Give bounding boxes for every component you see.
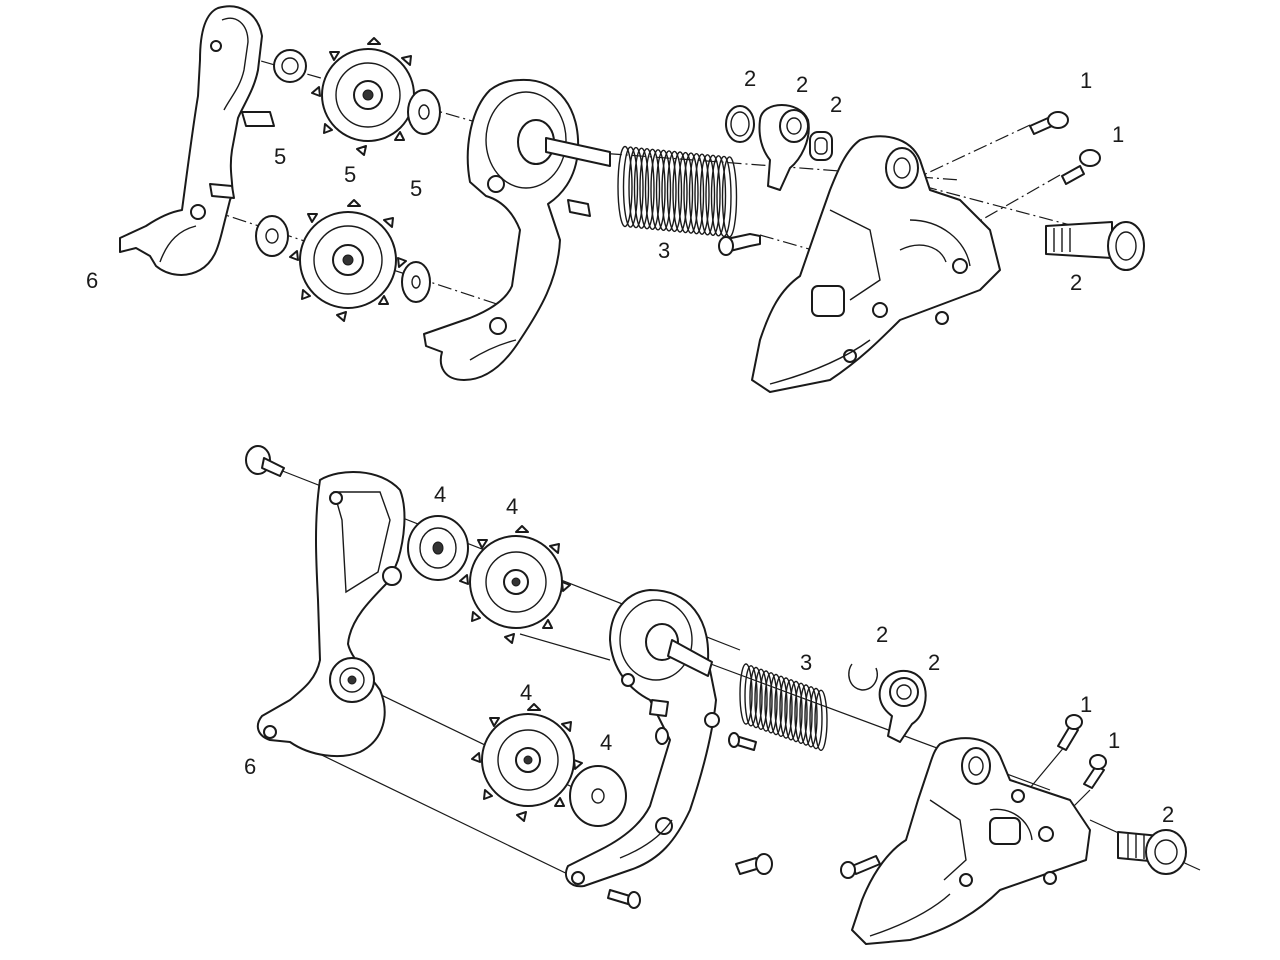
- bottom-cage-bolt: [245, 445, 285, 477]
- spring-coil: [744, 665, 758, 727]
- bottom-exploded-view: 1 1 2 2 2 3 4 4 4 4 6: [244, 445, 1201, 945]
- spring-coil: [639, 147, 655, 230]
- spring-coil: [710, 155, 727, 237]
- spring-coil: [799, 684, 813, 746]
- spring-coil: [794, 682, 808, 744]
- bottom-callouts: 1 1 2 2 2 3 4 4 4 4 6: [244, 482, 1174, 827]
- spring-coil: [666, 150, 683, 233]
- callout-label: 6: [86, 268, 98, 293]
- top-inner-cage-plate: [423, 78, 611, 381]
- spring-coil: [677, 151, 694, 234]
- spring-coil: [617, 145, 633, 228]
- callout-label: 5: [274, 144, 286, 169]
- spring-coil: [721, 156, 738, 238]
- callout-label: 5: [410, 176, 422, 201]
- callout-label: 2: [796, 72, 808, 97]
- spring-coil: [764, 672, 778, 734]
- spring-coil: [759, 670, 773, 732]
- spring-coil: [779, 677, 793, 739]
- top-spring: [617, 145, 738, 238]
- callout-label: 4: [506, 494, 518, 519]
- top-upper-pulley-wheel: [273, 37, 441, 156]
- bottom-pivot-bolt: [1117, 829, 1187, 875]
- callout-label: 2: [1162, 802, 1174, 827]
- spring-coil: [633, 147, 650, 229]
- callout-label: 3: [800, 650, 812, 675]
- callout-label: 6: [244, 754, 256, 779]
- top-limit-screws: [1029, 111, 1101, 185]
- callout-label: 2: [928, 650, 940, 675]
- callout-label: 3: [658, 238, 670, 263]
- spring-coil: [739, 663, 753, 725]
- spring-coil: [694, 153, 710, 235]
- top-callouts: 1 1 2 2 2 2 3 5 5 5 6: [86, 66, 1124, 295]
- callout-label: 2: [744, 66, 756, 91]
- spring-coil: [789, 680, 803, 743]
- spring-coil: [672, 151, 688, 233]
- callout-label: 4: [600, 730, 612, 755]
- spring-coil: [650, 149, 666, 231]
- callout-label: 4: [434, 482, 446, 507]
- top-lower-pulley-wheel: [255, 199, 431, 322]
- spring-coil: [699, 154, 716, 236]
- bottom-spring: [739, 663, 828, 751]
- bottom-inner-cage-plate: [565, 589, 720, 888]
- spring-coil: [655, 149, 672, 232]
- spring-coil: [622, 146, 639, 228]
- callout-label: 5: [344, 162, 356, 187]
- callout-label: 1: [1108, 728, 1120, 753]
- callout-label: 1: [1080, 692, 1092, 717]
- top-pivot-bolt: [1045, 221, 1145, 271]
- callout-label: 4: [520, 680, 532, 705]
- top-derailleur-body: [751, 135, 1001, 393]
- top-cage-screw: [718, 233, 761, 256]
- callout-label: 2: [830, 92, 842, 117]
- bottom-cage-screws: [607, 732, 773, 909]
- spring-coil: [628, 146, 644, 229]
- spring-coil: [769, 673, 783, 736]
- spring-coil: [661, 150, 677, 232]
- spring-coil: [749, 666, 763, 729]
- top-exploded-view: 1 1 2 2 2 2 3 5 5 5 6: [86, 5, 1145, 393]
- spring-coil: [774, 675, 788, 737]
- spring-coil: [754, 668, 768, 730]
- callout-label: 2: [1070, 270, 1082, 295]
- spring-coil: [814, 689, 828, 751]
- bottom-derailleur-body: [851, 737, 1091, 945]
- callout-label: 1: [1080, 68, 1092, 93]
- callout-label: 1: [1112, 122, 1124, 147]
- bottom-outer-cage-plate: [256, 471, 406, 758]
- spring-coil: [705, 154, 721, 237]
- callout-label: 2: [876, 622, 888, 647]
- bottom-upper-pulley-wheel: [407, 515, 571, 644]
- spring-coil: [809, 687, 823, 750]
- spring-coil: [688, 152, 705, 235]
- spring-coil: [784, 679, 798, 741]
- bottom-small-hardware: [848, 663, 927, 743]
- top-small-hardware: [725, 104, 833, 191]
- spring-coil: [683, 152, 699, 234]
- bottom-limit-screws: [1057, 714, 1107, 789]
- spring-coil: [644, 148, 661, 231]
- bottom-body-screw: [840, 855, 881, 879]
- bottom-lower-pulley-wheel: [471, 703, 627, 827]
- top-outer-cage-plate: [119, 5, 275, 276]
- spring-coil: [804, 686, 818, 748]
